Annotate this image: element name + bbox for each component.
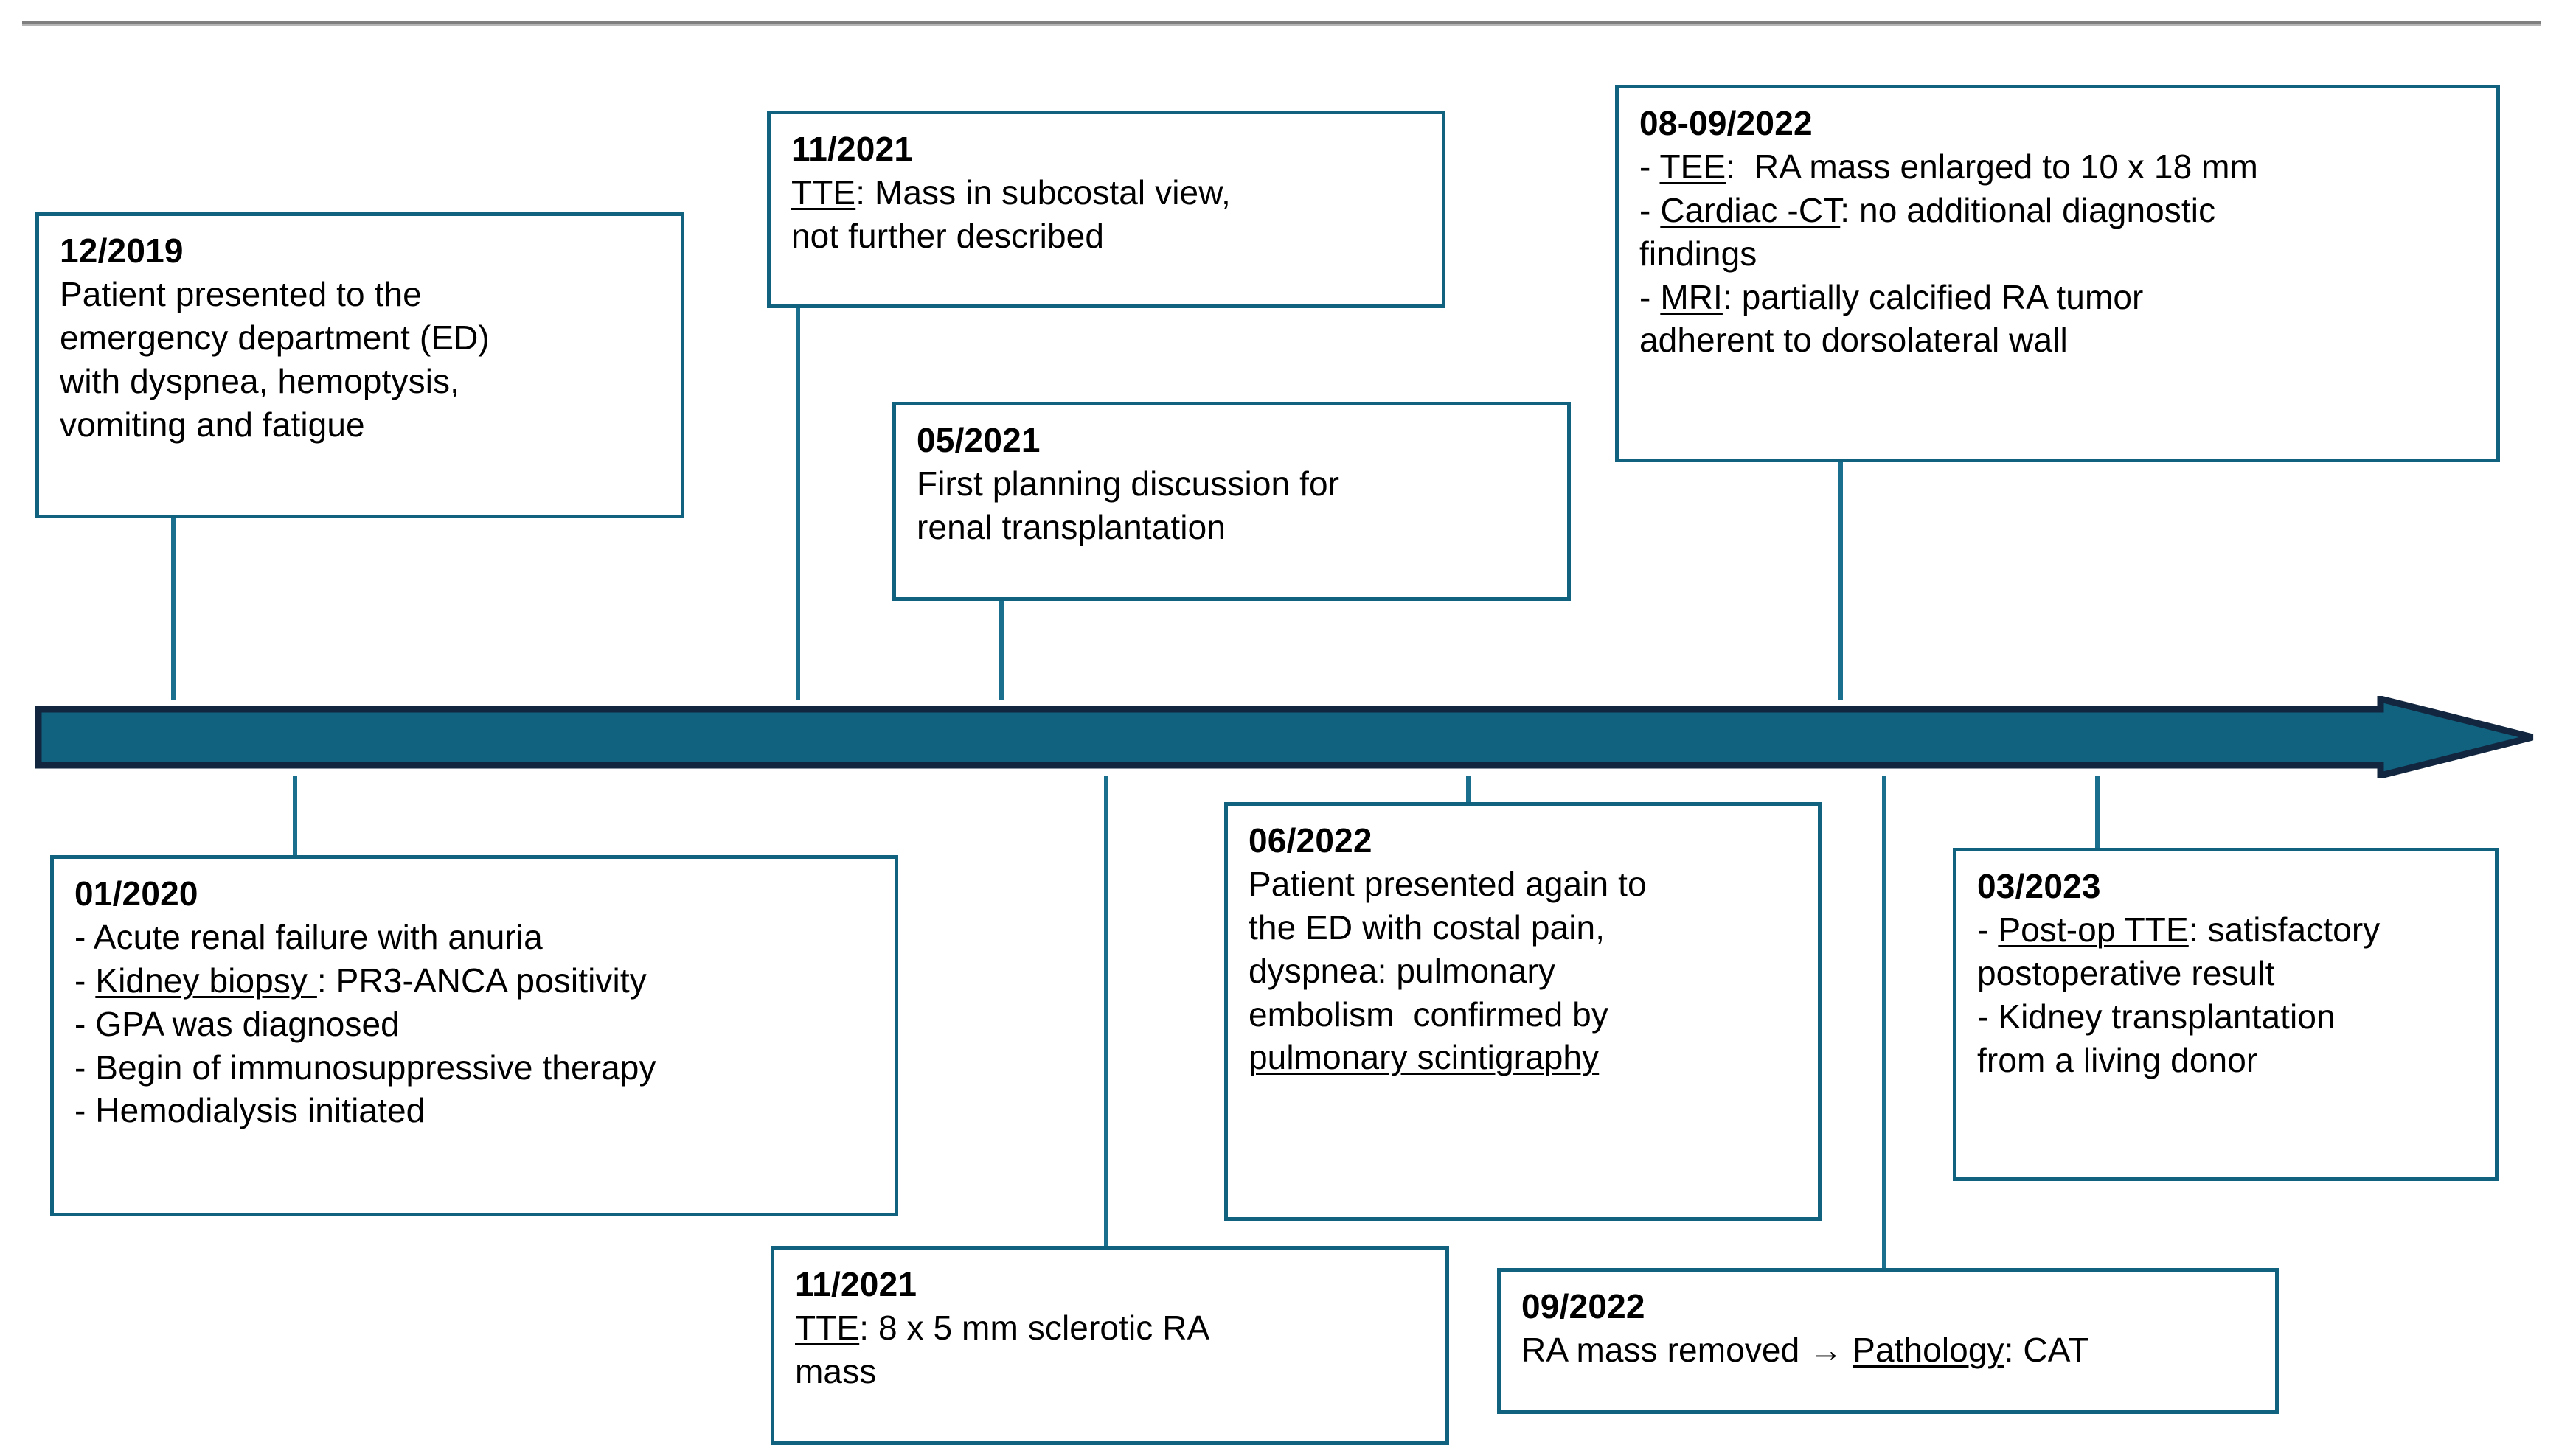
event-box-09-2022[interactable]: 09/2022 RA mass removed → Pathology: CAT <box>1497 1268 2279 1414</box>
event-line: mass <box>795 1351 877 1390</box>
event-line-cardiac-ct: - Cardiac -CT: no additional diagnostic <box>1639 189 2477 232</box>
bullet-prefix: - <box>1639 147 1660 186</box>
event-line-postop-tte: - Post-op TTE: satisfactory <box>1977 908 2476 952</box>
term-rest: : 8 x 5 mm sclerotic RA <box>859 1308 1210 1347</box>
event-line: - GPA was diagnosed <box>74 1004 400 1043</box>
event-line-tte: TTE: 8 x 5 mm sclerotic RA <box>795 1306 1426 1350</box>
term-rest: : CAT <box>2004 1330 2089 1369</box>
event-line-tee: - TEE: RA mass enlarged to 10 x 18 mm <box>1639 145 2477 189</box>
event-box-05-2021[interactable]: 05/2021 First planning discussion for re… <box>892 402 1571 601</box>
event-line: not further described <box>791 216 1105 255</box>
event-box-11-2021-tte-sclerotic[interactable]: 11/2021 TTE: 8 x 5 mm sclerotic RA mass <box>771 1246 1449 1445</box>
connector-stem-01-2020 <box>293 776 297 858</box>
term-rest: : satisfactory <box>2188 910 2381 949</box>
term-post-op-tte: Post-op TTE <box>1998 910 2189 949</box>
connector-stem-09-2022 <box>1882 776 1886 1271</box>
event-date: 12/2019 <box>60 231 184 270</box>
term-rest: : RA mass enlarged to 10 x 18 mm <box>1726 147 2258 186</box>
event-line-wrap: adherent to dorsolateral wall <box>1639 321 2068 360</box>
event-date: 06/2022 <box>1249 821 1372 860</box>
term-tte: TTE <box>791 173 856 212</box>
connector-stem-12-2019 <box>171 516 176 700</box>
event-line: Patient presented again to <box>1249 864 1647 903</box>
event-box-01-2020[interactable]: 01/2020 - Acute renal failure with anuri… <box>50 855 898 1216</box>
term-kidney-biopsy: Kidney biopsy <box>95 961 317 1000</box>
term-cardiac-ct: Cardiac -CT <box>1660 190 1841 229</box>
term-mri: MRI <box>1660 277 1723 316</box>
connector-stem-03-2023 <box>2095 776 2100 851</box>
event-line: renal transplantation <box>917 507 1226 546</box>
connector-stem-11-2021-top <box>796 307 800 700</box>
event-line: - Begin of immunosuppressive therapy <box>74 1048 656 1087</box>
term-rest: : no additional diagnostic <box>1840 190 2216 229</box>
event-line: with dyspnea, hemoptysis, <box>60 361 459 400</box>
event-date: 11/2021 <box>791 130 914 168</box>
event-date: 08-09/2022 <box>1639 104 1813 142</box>
event-line-wrap: findings <box>1639 234 1757 273</box>
term-tte: TTE <box>795 1308 860 1347</box>
connector-stem-08-09-2022 <box>1838 460 1843 700</box>
term-pathology: Pathology <box>1853 1330 2004 1369</box>
event-line-wrap: postoperative result <box>1977 953 2275 992</box>
term-rest: : partially calcified RA tumor <box>1722 277 2144 316</box>
event-box-06-2022[interactable]: 06/2022 Patient presented again to the E… <box>1224 802 1822 1221</box>
event-date: 03/2023 <box>1977 867 2101 905</box>
event-line: vomiting and fatigue <box>60 405 365 444</box>
event-line: emergency department (ED) <box>60 318 490 357</box>
event-line-tte: TTE: Mass in subcostal view, <box>791 171 1423 215</box>
connector-stem-05-2021 <box>999 599 1004 700</box>
right-arrow-icon <box>35 696 2534 778</box>
event-line-kidney-biopsy: - Kidney biopsy : PR3-ANCA positivity <box>74 959 875 1003</box>
event-line: - Kidney transplantation <box>1977 997 2336 1036</box>
bullet-prefix: - <box>1639 277 1661 316</box>
event-line: First planning discussion for <box>917 464 1340 503</box>
connector-stem-11-2021-bottom <box>1104 776 1108 1249</box>
event-line: embolism confirmed by <box>1249 995 1608 1034</box>
bullet-prefix: - <box>1639 190 1661 229</box>
event-line: dyspnea: pulmonary <box>1249 951 1556 990</box>
event-line-mri: - MRI: partially calcified RA tumor <box>1639 276 2477 319</box>
event-box-03-2023[interactable]: 03/2023 - Post-op TTE: satisfactory post… <box>1953 848 2499 1181</box>
event-box-08-09-2022[interactable]: 08-09/2022 - TEE: RA mass enlarged to 10… <box>1615 85 2500 462</box>
event-date: 09/2022 <box>1521 1287 1645 1326</box>
bullet-prefix: - <box>74 961 96 1000</box>
event-line: - Acute renal failure with anuria <box>74 917 543 956</box>
event-line: from a living donor <box>1977 1040 2258 1079</box>
event-line-pathology: RA mass removed → Pathology: CAT <box>1521 1328 2256 1372</box>
header-divider-rule <box>22 21 2541 26</box>
event-box-11-2021-tte-subcostal[interactable]: 11/2021 TTE: Mass in subcostal view, not… <box>767 111 1445 308</box>
term-rest: : Mass in subcostal view, <box>855 173 1231 212</box>
event-date: 05/2021 <box>917 421 1041 459</box>
event-date: 01/2020 <box>74 874 198 913</box>
term-rest: : PR3-ANCA positivity <box>316 961 647 1000</box>
connector-stem-06-2022 <box>1466 776 1471 805</box>
event-line: the ED with costal pain, <box>1249 908 1605 947</box>
event-date: 11/2021 <box>795 1265 917 1303</box>
event-box-12-2019[interactable]: 12/2019 Patient presented to the emergen… <box>35 212 684 518</box>
timeline-axis-arrow <box>35 696 2535 778</box>
term-pulmonary-scintigraphy: pulmonary scintigraphy <box>1249 1038 1600 1077</box>
bullet-prefix: - <box>1977 910 1999 949</box>
event-line: - Hemodialysis initiated <box>74 1091 426 1130</box>
term-tee: TEE <box>1659 147 1726 186</box>
arrow-text: RA mass removed → <box>1521 1330 1853 1369</box>
event-line: Patient presented to the <box>60 274 422 313</box>
